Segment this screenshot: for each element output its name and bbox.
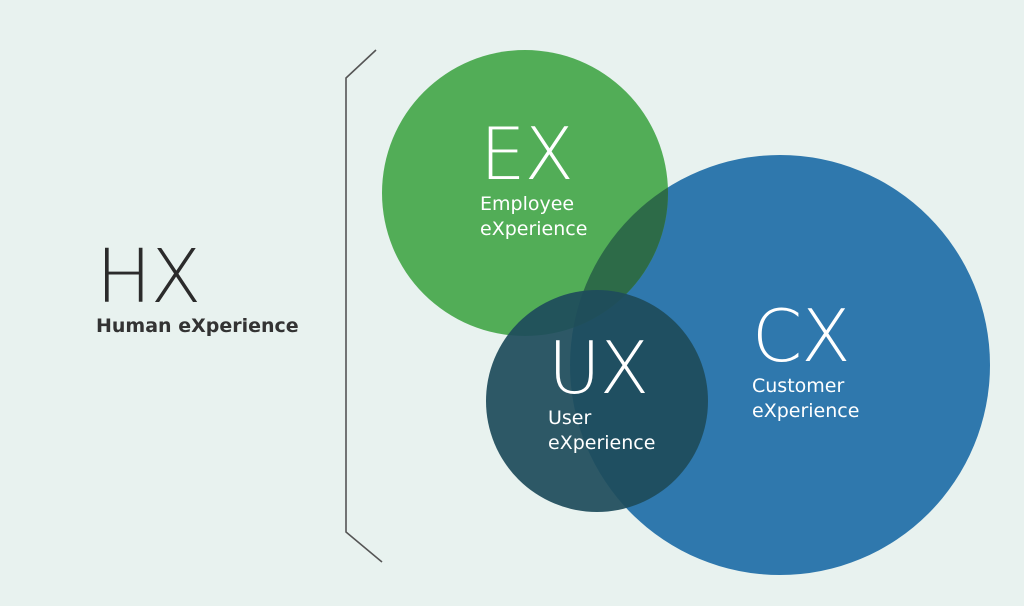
hx-full-name: Human eXperience (96, 315, 299, 337)
ex-abbreviation: EX (480, 112, 574, 196)
cx-label: CX Customer eXperience (752, 298, 859, 424)
hx-heading: HX Human eXperience (96, 238, 336, 338)
ux-label: UX User eXperience (548, 330, 655, 456)
ex-label: EX Employee eXperience (480, 116, 587, 242)
bracket (345, 49, 383, 563)
cx-name-line1: Customer (752, 375, 845, 397)
cx-name-line2: eXperience (752, 400, 860, 422)
ex-cx-overlap (570, 155, 668, 336)
ex-name-line2: eXperience (480, 218, 588, 240)
ux-name-line1: User (548, 407, 592, 429)
ux-circle (486, 290, 708, 512)
ux-abbreviation: UX (548, 326, 649, 410)
hx-abbreviation: HX (96, 234, 201, 320)
cx-abbreviation: CX (752, 294, 851, 378)
ux-name-line2: eXperience (548, 432, 656, 454)
ex-name-line1: Employee (480, 193, 575, 215)
